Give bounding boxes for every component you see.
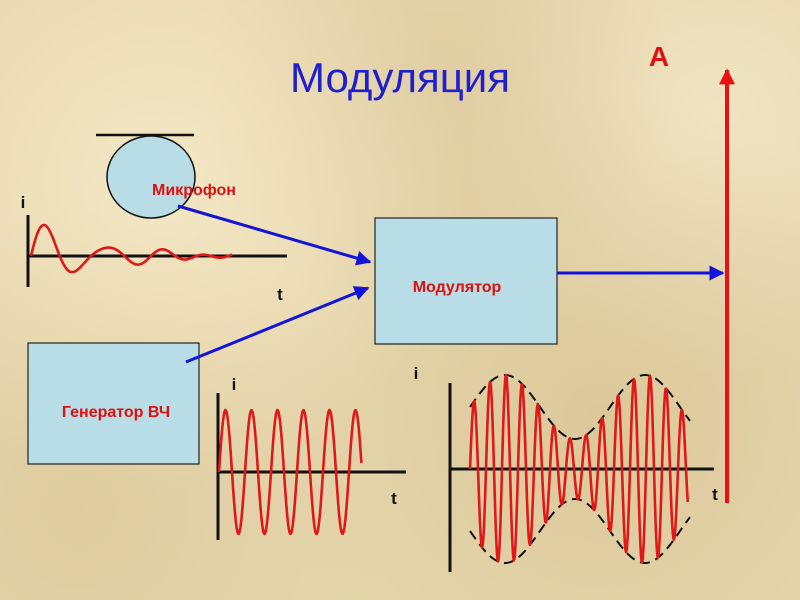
modulated-graph	[448, 373, 714, 572]
modulated-graph-t-label: t	[712, 485, 718, 504]
mic-graph-i-label: i	[21, 193, 26, 212]
microphone-label: Микрофон	[152, 182, 236, 199]
mic-graph-t-label: t	[277, 285, 283, 304]
generator-to-modulator-arrow	[185, 286, 370, 364]
carrier-wave	[217, 408, 363, 536]
modulated-graph-i-label: i	[414, 364, 419, 383]
microphone-icon	[96, 133, 196, 219]
mic-to-modulator-arrow	[177, 204, 372, 266]
carrier-graph-i-label: i	[232, 375, 237, 394]
microphone-graph	[26, 215, 287, 287]
carrier-graph	[216, 393, 406, 540]
microphone-body	[106, 135, 196, 219]
generator-label: Генератор ВЧ	[62, 404, 170, 421]
page-title: Модуляция	[290, 54, 510, 101]
envelope-lower	[469, 498, 691, 564]
modulator-box	[374, 217, 558, 345]
mic-signal-wave	[29, 223, 233, 274]
carrier-graph-t-label: t	[391, 489, 397, 508]
antenna-label: А	[649, 41, 669, 72]
modulator-label: Модулятор	[413, 279, 502, 296]
modulated-wave	[468, 373, 690, 564]
generator-box	[27, 342, 200, 465]
